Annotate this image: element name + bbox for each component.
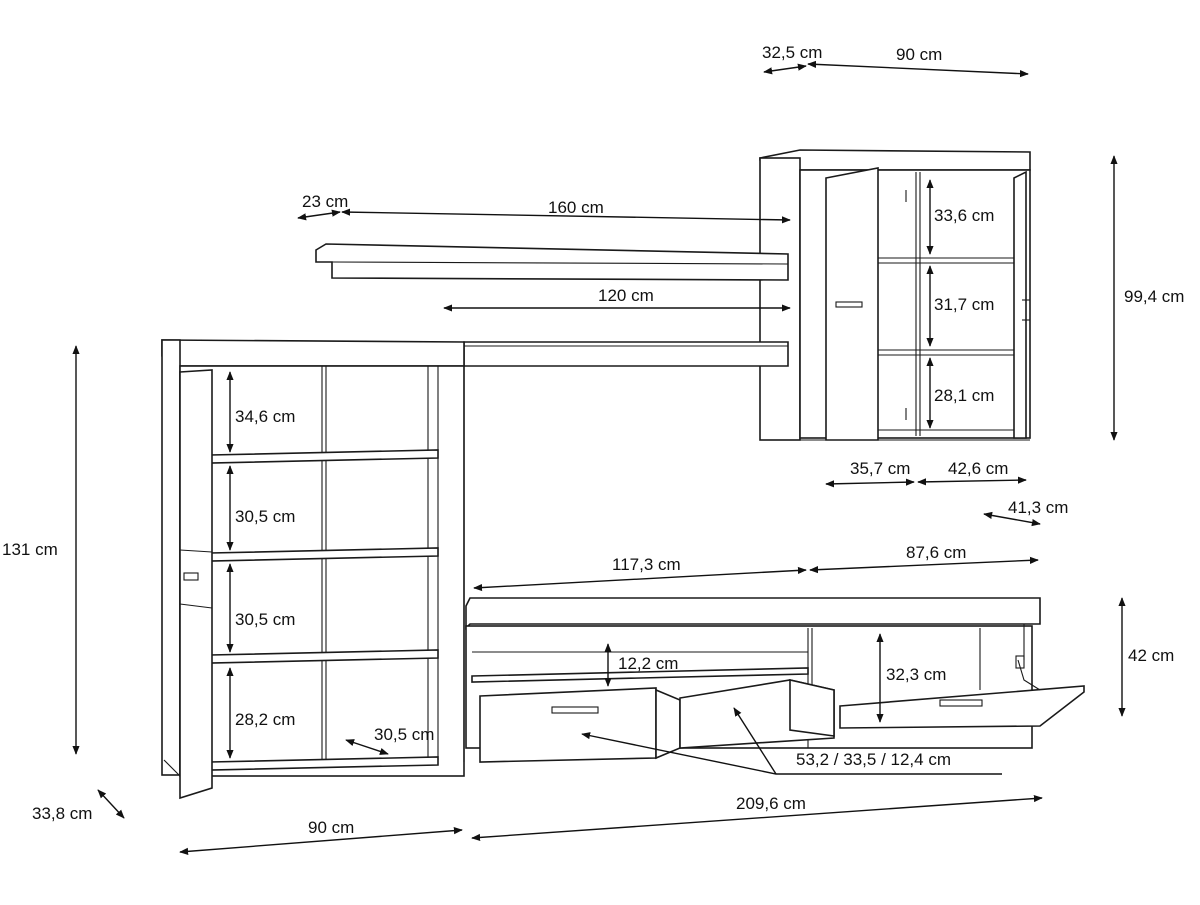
label-wall-width-right: 42,6 cm bbox=[948, 459, 1008, 478]
label-tall-width: 90 cm bbox=[308, 818, 354, 837]
label-shelf-short: 120 cm bbox=[598, 286, 654, 305]
label-tall-inner-depth: 30,5 cm bbox=[374, 725, 434, 744]
label-tv-width: 209,6 cm bbox=[736, 794, 806, 813]
wall-cabinet bbox=[759, 149, 1031, 441]
label-shelf-depth: 23 cm bbox=[302, 192, 348, 211]
label-wall-width-left: 35,7 cm bbox=[850, 459, 910, 478]
label-shelf-long: 160 cm bbox=[548, 198, 604, 217]
label-tall-compartment-3: 30,5 cm bbox=[235, 610, 295, 629]
label-tall-compartment-2: 30,5 cm bbox=[235, 507, 295, 526]
label-tv-open-shelf: 12,2 cm bbox=[618, 654, 678, 673]
label-wall-compartment-1: 33,6 cm bbox=[934, 206, 994, 225]
label-tall-compartment-4: 28,2 cm bbox=[235, 710, 295, 729]
tv-lowboard bbox=[465, 597, 1085, 763]
label-wall-compartment-2: 31,7 cm bbox=[934, 295, 994, 314]
label-tall-compartment-1: 34,6 cm bbox=[235, 407, 295, 426]
lower-shelf bbox=[463, 341, 789, 367]
label-wall-depth: 32,5 cm bbox=[762, 43, 822, 62]
label-tv-height: 42 cm bbox=[1128, 646, 1174, 665]
label-wall-inner-depth: 41,3 cm bbox=[1008, 498, 1068, 517]
label-tall-depth: 33,8 cm bbox=[32, 804, 92, 823]
label-drawer-dimensions: 53,2 / 33,5 / 12,4 cm bbox=[796, 750, 951, 769]
upper-shelf bbox=[315, 243, 789, 281]
dimension-arrows bbox=[72, 60, 1126, 855]
label-tv-compartment: 32,3 cm bbox=[886, 665, 946, 684]
label-wall-compartment-3: 28,1 cm bbox=[934, 386, 994, 405]
label-tv-left-width: 117,3 cm bbox=[612, 555, 681, 574]
label-tall-height: 131 cm bbox=[2, 540, 58, 559]
label-tv-right-width: 87,6 cm bbox=[906, 543, 966, 562]
label-wall-width: 90 cm bbox=[896, 45, 942, 64]
label-wall-height: 99,4 cm bbox=[1124, 287, 1184, 306]
